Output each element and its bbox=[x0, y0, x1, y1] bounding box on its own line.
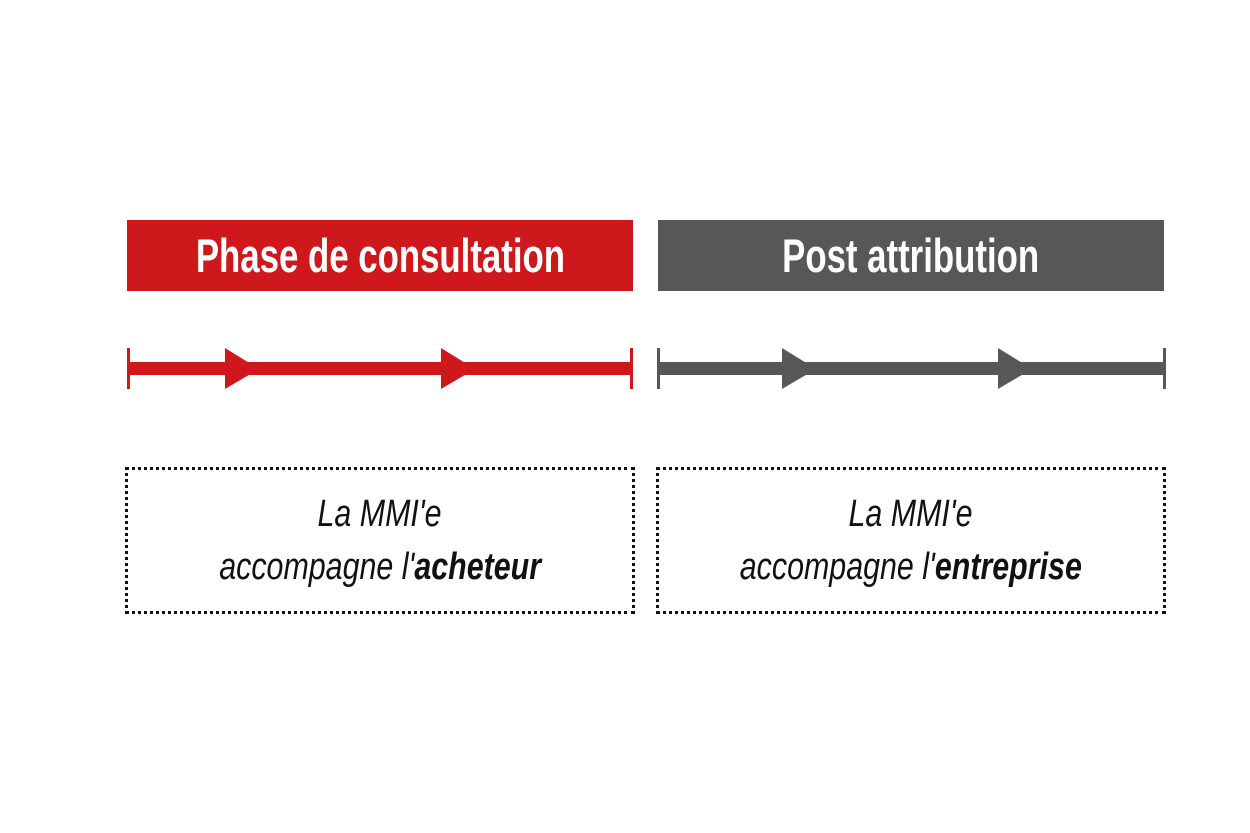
phase-consultation-header: Phase de consultation bbox=[127, 220, 633, 291]
phase-consultation-title: Phase de consultation bbox=[195, 229, 565, 282]
arrowhead-icon bbox=[998, 348, 1032, 389]
arrowhead-icon bbox=[782, 348, 816, 389]
post-line2-prefix: accompagne l' bbox=[739, 545, 936, 588]
post-attribution-description-box: La MMI'e accompagne l'entreprise bbox=[656, 467, 1166, 614]
post-attribution-timeline-arrow bbox=[657, 348, 1166, 389]
consultation-description-box: La MMI'e accompagne l'acheteur bbox=[125, 467, 635, 614]
post-line2-bold: entreprise bbox=[935, 545, 1083, 588]
post-attribution-title: Post attribution bbox=[782, 229, 1040, 282]
post-attribution-header: Post attribution bbox=[658, 220, 1164, 291]
consultation-line2-prefix: accompagne l' bbox=[219, 545, 415, 588]
consultation-line2-bold: acheteur bbox=[414, 545, 541, 588]
consultation-timeline-arrow bbox=[127, 348, 633, 389]
arrowhead-icon bbox=[441, 348, 475, 389]
consultation-line2: accompagne l'acheteur bbox=[219, 541, 541, 594]
post-line1: La MMI'e bbox=[848, 492, 974, 535]
consultation-line1: La MMI'e bbox=[317, 492, 443, 535]
post-line2: accompagne l'entreprise bbox=[740, 541, 1082, 594]
arrowhead-icon bbox=[225, 348, 259, 389]
